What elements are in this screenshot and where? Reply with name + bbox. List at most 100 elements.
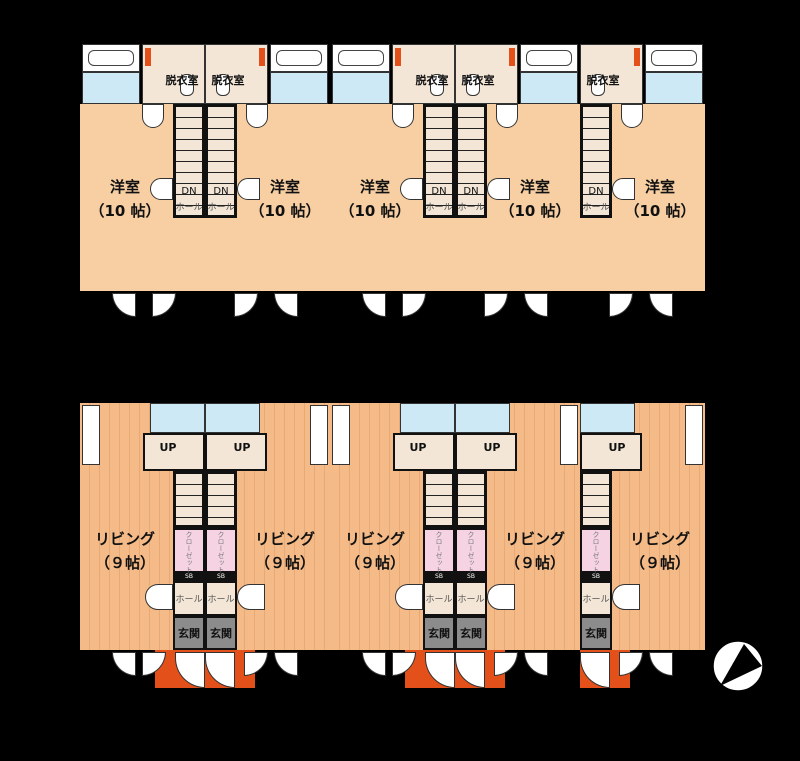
living-room-label: リビング xyxy=(254,530,315,548)
entrance-label: 玄関 xyxy=(585,627,607,640)
toilet-room xyxy=(400,403,455,433)
dressing-room xyxy=(392,44,455,104)
living-room-label: リビング xyxy=(504,530,565,548)
entrance-label: 玄関 xyxy=(460,627,482,640)
entrance-label: 玄関 xyxy=(178,627,200,640)
bathroom xyxy=(332,72,390,104)
bathroom xyxy=(82,72,140,104)
door-icon xyxy=(612,178,635,200)
door-icon xyxy=(649,293,673,317)
living-room-label: リビング xyxy=(94,530,155,548)
bathroom xyxy=(520,72,578,104)
toilet-room xyxy=(455,403,510,433)
closet-label: クローゼット xyxy=(185,531,193,573)
washer-icon xyxy=(509,48,515,66)
staircase xyxy=(205,471,237,528)
room-size-label: （10 帖） xyxy=(89,202,161,220)
door-icon xyxy=(237,584,265,610)
room-label: 洋室 xyxy=(269,178,300,196)
stair-direction-label: DN xyxy=(181,186,197,197)
door-icon xyxy=(112,293,136,317)
dressing-room-label: 脱衣室 xyxy=(586,74,620,87)
dressing-room-label: 脱衣室 xyxy=(415,74,449,87)
door-icon xyxy=(274,652,298,676)
door-icon xyxy=(246,104,268,128)
door-icon xyxy=(234,293,258,317)
closet xyxy=(423,528,455,573)
hall-label: ホール xyxy=(582,203,610,213)
closet xyxy=(580,528,612,573)
dressing-room-label: 脱衣室 xyxy=(165,74,199,87)
closet-label: クローゼット xyxy=(592,531,600,573)
closet-label: クローゼット xyxy=(435,531,443,573)
hall-label: ホール xyxy=(457,203,485,213)
room-size-label: （10 帖） xyxy=(339,202,411,220)
room-label: 洋室 xyxy=(644,178,675,196)
stair-direction-label: DN xyxy=(213,186,229,197)
stair-landing xyxy=(205,433,267,471)
living-room-label: リビング xyxy=(344,530,405,548)
stair-landing xyxy=(580,433,642,471)
kitchen-counter-icon xyxy=(332,405,350,465)
stair-direction-label: UP xyxy=(409,441,427,454)
north-arrow-icon xyxy=(712,640,764,692)
hall-label: ホール xyxy=(207,595,235,605)
bathtub-icon xyxy=(520,44,578,72)
shoe-box-label: SB xyxy=(173,573,205,581)
washbasin-icon xyxy=(591,74,605,96)
door-icon xyxy=(524,652,548,676)
room-size-label: （10 帖） xyxy=(249,202,321,220)
dressing-room xyxy=(142,44,205,104)
room-label: 洋室 xyxy=(109,178,140,196)
washer-icon xyxy=(634,48,640,66)
washer-icon xyxy=(145,48,151,66)
staircase xyxy=(423,104,455,218)
living-size-label: （９帖） xyxy=(254,554,315,572)
toilet-room xyxy=(205,403,260,433)
bathtub-icon xyxy=(645,44,703,72)
entrance xyxy=(580,616,612,650)
kitchen-counter-icon xyxy=(560,405,578,465)
living-size-label: （９帖） xyxy=(504,554,565,572)
door-icon xyxy=(621,104,643,128)
door-icon xyxy=(152,293,176,317)
room-label: 洋室 xyxy=(359,178,390,196)
entrance xyxy=(423,616,455,650)
living-size-label: （９帖） xyxy=(94,554,155,572)
staircase xyxy=(173,471,205,528)
bathtub-icon xyxy=(270,44,328,72)
washbasin-icon xyxy=(180,74,194,96)
hall-label: ホール xyxy=(175,595,203,605)
washer-icon xyxy=(259,48,265,66)
upper-unit: DN ホール 脱衣室洋室 （10 帖） xyxy=(80,44,205,324)
staircase xyxy=(205,104,237,218)
staircase xyxy=(580,471,612,528)
door-icon xyxy=(362,652,386,676)
door-icon xyxy=(524,293,548,317)
shoe-box-label: SB xyxy=(455,573,487,581)
stair-landing xyxy=(455,433,517,471)
door-icon xyxy=(609,293,633,317)
door-icon xyxy=(649,652,673,676)
door-icon xyxy=(145,584,173,610)
hall xyxy=(423,581,455,616)
door-icon xyxy=(612,584,640,610)
stair-landing xyxy=(143,433,205,471)
hall xyxy=(455,581,487,616)
hall-label: ホール xyxy=(175,203,203,213)
door-icon xyxy=(112,652,136,676)
closet xyxy=(455,528,487,573)
closet-label: クローゼット xyxy=(217,531,225,573)
hall-label: ホール xyxy=(207,203,235,213)
door-icon xyxy=(494,652,518,676)
kitchen-counter-icon xyxy=(82,405,100,465)
washbasin-icon xyxy=(216,74,230,96)
staircase xyxy=(173,104,205,218)
door-icon xyxy=(400,178,423,200)
door-icon xyxy=(237,178,260,200)
